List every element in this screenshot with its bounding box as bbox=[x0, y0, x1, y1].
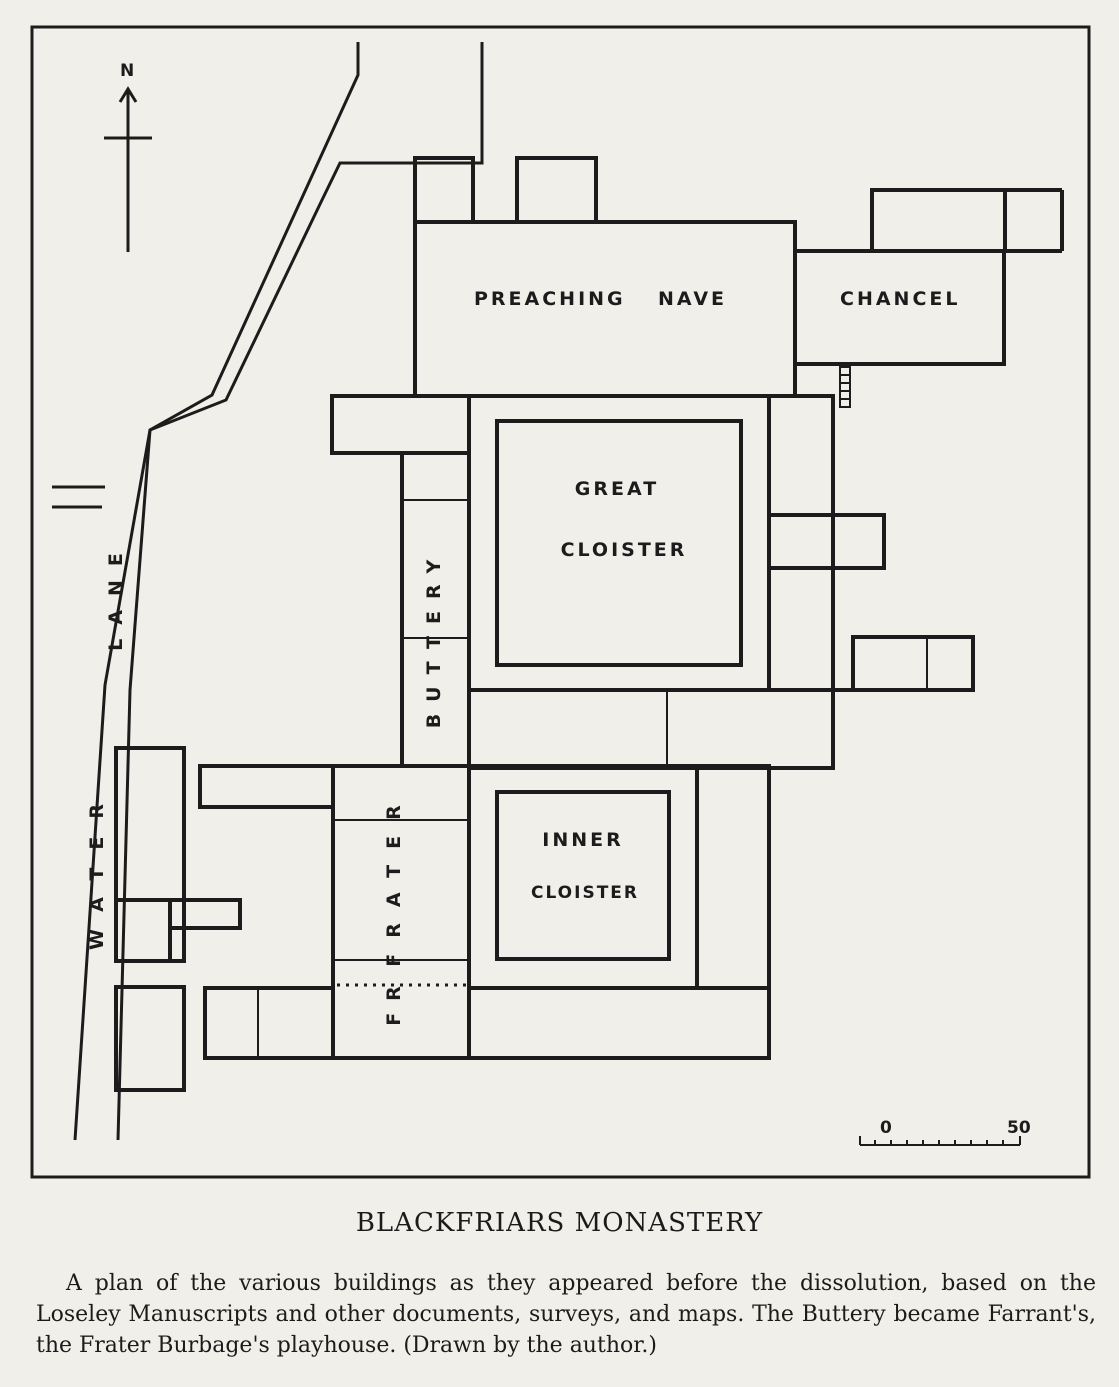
label-inner: INNER bbox=[542, 829, 623, 851]
label-great-cloister: CLOISTER bbox=[561, 539, 688, 561]
label-lane: LANE bbox=[105, 539, 127, 651]
plan-frame bbox=[30, 25, 1091, 1179]
inner-cloister-complex bbox=[114, 746, 771, 1092]
water-lane bbox=[52, 42, 484, 1141]
label-frater-lower: FR bbox=[383, 974, 405, 1026]
stair-hatch bbox=[839, 366, 851, 408]
figure-caption: A plan of the various buildings as they … bbox=[36, 1271, 1096, 1358]
north-label: N bbox=[120, 61, 134, 81]
label-great: GREAT bbox=[575, 478, 659, 500]
north-arrow-icon: N bbox=[104, 61, 152, 252]
scale-end-label: 50 bbox=[1007, 1118, 1031, 1138]
label-frater: FRATER bbox=[383, 789, 405, 966]
great-cloister-complex bbox=[330, 394, 975, 770]
figure-title: BLACKFRIARS MONASTERY bbox=[355, 1208, 764, 1238]
monastery-plan: N bbox=[30, 25, 1091, 1179]
scale-bar: 0 50 bbox=[859, 1118, 1031, 1146]
label-buttery: BUTTERY bbox=[423, 548, 445, 729]
label-inner-cloister: CLOISTER bbox=[531, 883, 639, 903]
label-preaching: PREACHING bbox=[474, 288, 626, 310]
church bbox=[413, 156, 1064, 408]
scale-start-label: 0 bbox=[880, 1118, 892, 1138]
label-chancel: CHANCEL bbox=[840, 288, 960, 310]
label-water: WATER bbox=[86, 786, 108, 950]
label-nave: NAVE bbox=[658, 288, 727, 310]
